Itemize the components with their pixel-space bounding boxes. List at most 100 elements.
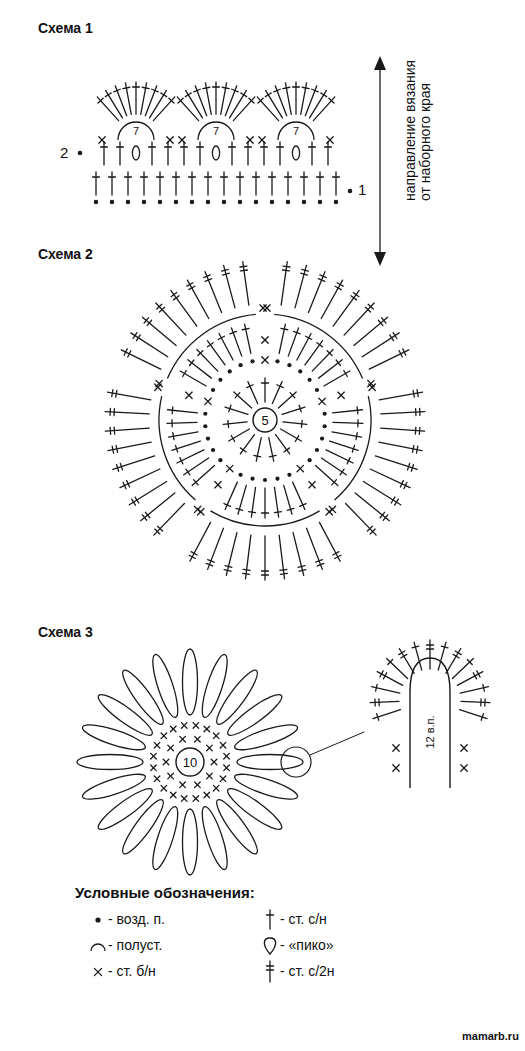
stitch-crossbar [277,385,283,388]
double-crochet-symbol [319,172,320,195]
tall-stitch-symbol [387,659,408,679]
scheme-title: Схема 3 [38,624,93,640]
chain-dot [211,388,215,392]
stitch-crossbar [157,176,164,177]
stitch-crossbar [205,279,211,282]
stitch-crossbar [333,552,339,555]
single-crochet-symbol [99,137,105,143]
double-crochet-symbol [192,466,214,486]
petal-loop [77,755,143,770]
single-crochet-symbol [227,465,233,471]
single-crochet-symbol [180,782,186,788]
single-crochet-symbol [167,137,173,143]
stitch-crossbar [401,654,407,658]
petal-loop [232,720,299,755]
stitch-crossbar [294,331,301,333]
double-crochet-symbol [266,91,283,118]
tall-stitch-symbol [399,648,414,673]
chain-dot [250,359,254,363]
stitch-crossbar [222,87,229,88]
stitch-crossbar [370,529,375,534]
single-crochet-symbol [193,796,199,802]
stitch-crossbar [161,93,167,97]
double-crochet-symbol [283,422,307,425]
double-crochet-symbol [119,142,120,165]
stitch-crossbar [316,560,323,563]
arrow-head [374,56,386,70]
double-crochet-symbol [159,172,160,195]
stitch-crossbar [253,176,260,177]
chain-dot [315,388,319,392]
treble-crochet-symbol [279,535,284,579]
single-crochet-symbol [207,745,213,751]
single-crochet-symbol [393,765,399,771]
single-crochet-symbol [262,357,268,363]
chain-dot [238,473,242,477]
treble-crochet-symbol [107,392,150,400]
single-crochet-symbol [170,726,176,732]
single-crochet-symbol [205,398,211,404]
stitch-crossbar [112,390,113,397]
stitch-crossbar [243,573,250,575]
chain-count: 7 [133,125,139,138]
double-crochet-symbol [97,97,118,121]
chain-count: 12 в.п. [424,715,437,748]
stitch-crossbar [393,333,397,339]
stitch-crossbar [347,458,350,464]
stitch-crossbar [325,146,332,147]
chain-dot [110,200,115,205]
stitch-crossbar [231,435,235,441]
ring-circle [253,408,277,432]
single-crochet-symbol [224,753,230,759]
legend-text: - ст. с/н [280,911,327,927]
single-crochet-symbol [227,465,233,471]
stitch-crossbar [391,497,395,503]
legend-text: - возд. п. [108,911,165,927]
single-crochet-symbol [369,384,375,390]
single-crochet-symbol [181,723,187,729]
ring-node: 5 [252,407,278,433]
treble-crochet-symbol [190,522,211,561]
single-crochet-symbol [204,726,210,732]
stitch-crossbar [213,86,220,87]
chain-dot [254,200,259,205]
stitch-crossbar [388,659,393,664]
stitch-crossbar [455,651,461,655]
stitch-crossbar [135,497,139,503]
single-crochet-symbol [224,753,230,759]
stitch-crossbar [353,293,359,297]
stitch-crossbar [245,146,252,147]
stitch-crossbar [317,563,324,566]
double-crochet-symbol [233,97,254,121]
stitch-crossbar [378,699,380,706]
stitch-crossbar [318,279,324,282]
stitch-crossbar [416,446,417,453]
ring-number: 5 [261,414,268,427]
chain-arch [118,122,154,140]
picot-symbol [212,146,219,160]
double-crochet-symbol [281,429,302,441]
treble-crochet-symbol [105,412,149,414]
stitch-crossbar [173,176,180,177]
treble-crochet-symbol [369,350,409,369]
stitch-crossbar [144,318,148,323]
legend-text: - полуст. [108,937,162,953]
stitch-crossbar [189,176,196,177]
stitch-crossbar [344,370,348,376]
stitch-crossbar [399,351,402,357]
single-crochet-symbol [168,773,174,779]
single-crochet-symbol [168,745,174,751]
single-crochet-symbol [393,745,399,751]
chain-dot [206,200,211,205]
single-crochet-symbol [461,745,467,751]
single-crochet-symbol [168,773,174,779]
double-crochet-symbol [311,142,312,165]
single-crochet-symbol [393,765,399,771]
double-crochet-symbol [177,450,204,463]
single-crochet-symbol [179,137,185,143]
stitch-crossbar [109,176,116,177]
stitch-crossbar [262,512,269,513]
chain-arch [167,314,255,378]
chain-dot [228,369,232,373]
double-crochet-symbol [255,172,256,195]
